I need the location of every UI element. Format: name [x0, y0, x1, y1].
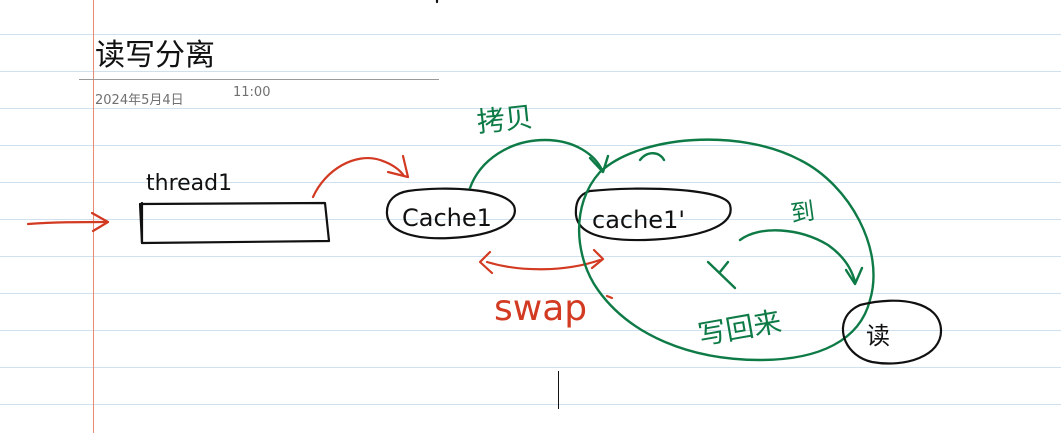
swap-label: swap	[494, 288, 587, 329]
copy-label: 拷贝	[475, 100, 534, 139]
note-date: 2024年5月4日	[95, 93, 184, 108]
read-label: 到	[789, 197, 817, 228]
read-node	[842, 299, 943, 365]
cache2-node	[574, 187, 732, 242]
note-time: 11:00	[233, 85, 271, 100]
thread-box	[138, 201, 331, 245]
text-cursor	[558, 371, 559, 409]
write-back-label: 写回来	[695, 305, 783, 352]
cache2-label: cache1'	[592, 206, 685, 234]
page-margin-line	[93, 0, 94, 433]
page-title[interactable]: 读写分离	[95, 38, 215, 73]
title-divider	[79, 79, 439, 80]
thread-to-cache-arrow	[311, 154, 410, 199]
swap-arrow	[478, 248, 605, 275]
red-tick	[605, 294, 614, 300]
read-arrow	[738, 229, 864, 286]
cache1-label: Cache1	[402, 204, 492, 232]
cross-mark	[706, 260, 737, 290]
green-boundary	[577, 138, 875, 362]
cache1-node	[385, 187, 516, 240]
read-node-label: 读	[866, 322, 890, 350]
incoming-arrow	[26, 211, 110, 233]
copy-arrow	[468, 138, 610, 190]
thread-label: thread1	[146, 171, 232, 196]
